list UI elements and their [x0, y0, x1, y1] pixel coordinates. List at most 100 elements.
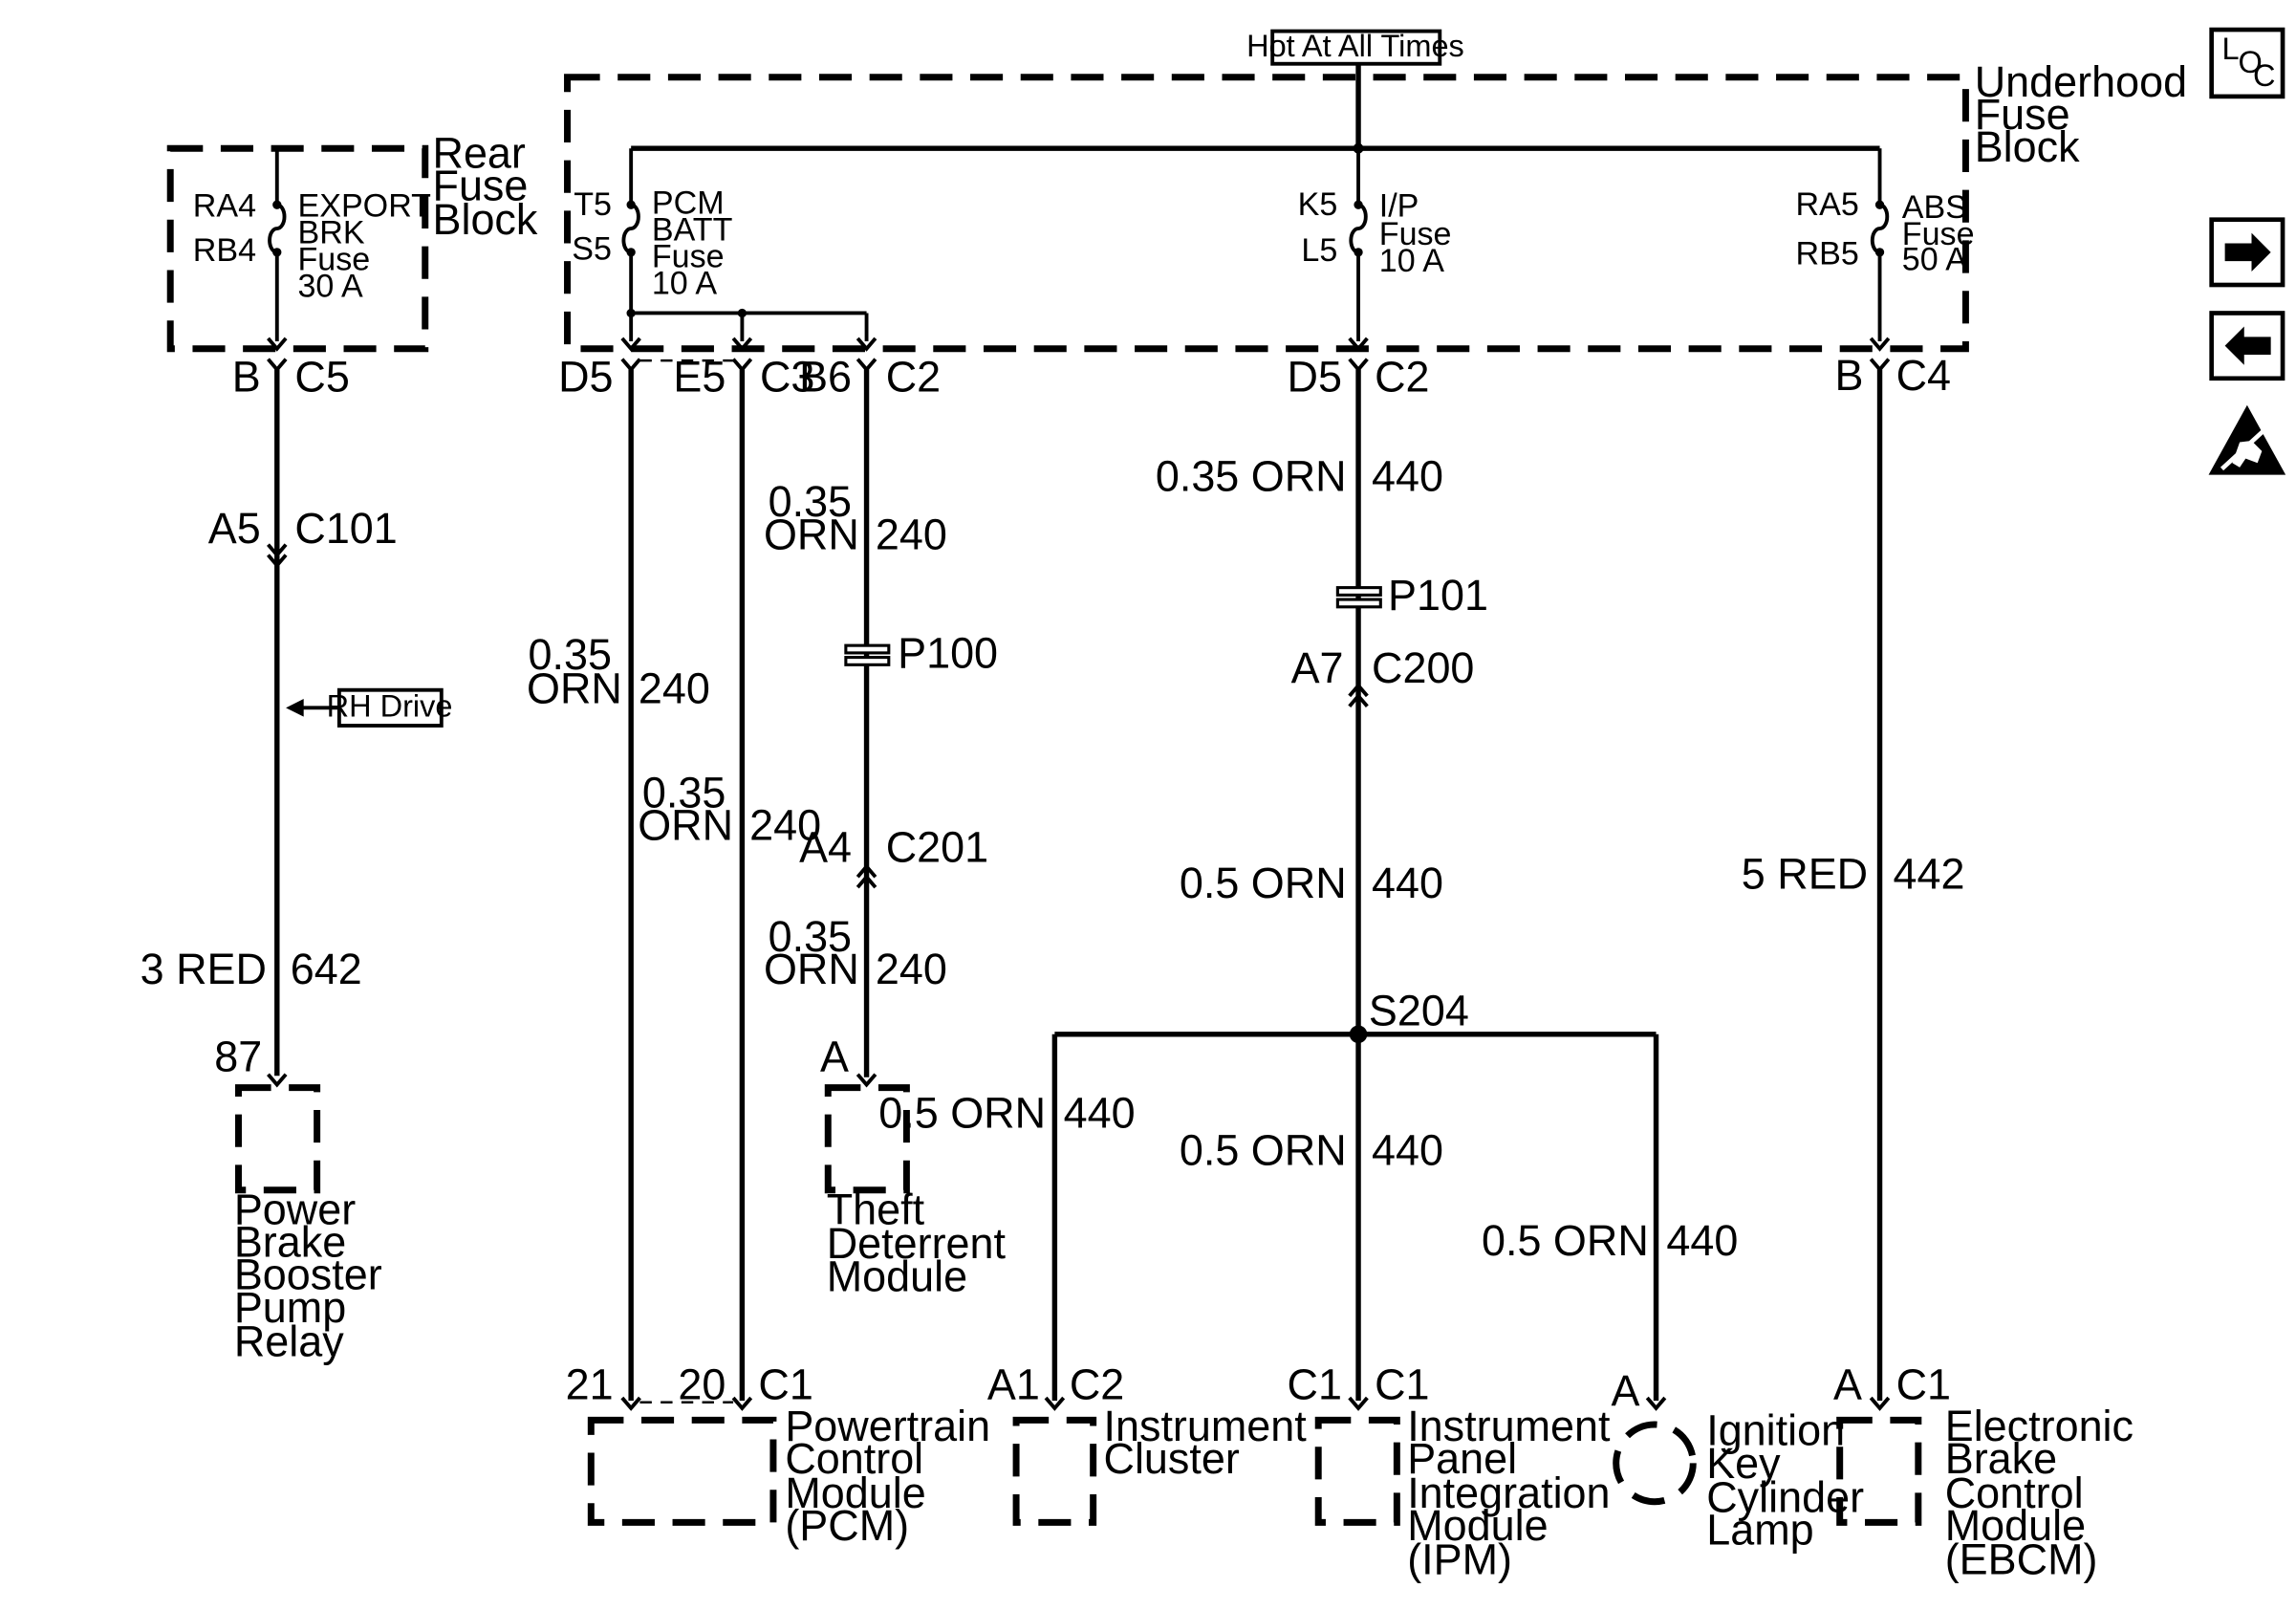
- wire-440d-circuit: 440: [1372, 1125, 1443, 1174]
- pcm-l1: Powertrain: [785, 1402, 990, 1450]
- left-arrow-icon[interactable]: [2209, 311, 2285, 381]
- theft-l2: Deterrent: [827, 1219, 1007, 1268]
- export-fuse-l4: 30 A: [297, 268, 362, 304]
- rh-drive-note: RH Drive: [286, 687, 453, 728]
- theft-l3: Module: [827, 1251, 967, 1300]
- ebcm-pin: A: [1833, 1360, 1862, 1409]
- pcm-conn: C1: [758, 1360, 812, 1409]
- wire-240c-g2: ORN: [764, 510, 859, 558]
- c200-pin: A7: [1291, 643, 1344, 692]
- theft-module-box: [824, 1084, 910, 1194]
- relay-l4: Pump: [234, 1283, 346, 1332]
- wire-642-gauge: 3 RED: [141, 945, 267, 993]
- rear-block-line2: Fuse: [433, 161, 529, 209]
- c200-chevron: [1348, 683, 1369, 708]
- wire-240a-g1: 0.35: [529, 630, 612, 679]
- loc-button[interactable]: L O C: [2209, 27, 2285, 99]
- abs-fuse-l2: Fuse: [1902, 216, 1975, 252]
- wire-440c-gauge: 0.5 ORN: [878, 1089, 1046, 1138]
- abs-fuse-out-pin: RB5: [1796, 235, 1859, 272]
- ip-fuse-in-pin: K5: [1298, 186, 1338, 223]
- abs-fuse-in-pin: RA5: [1796, 186, 1859, 223]
- p101-label: P101: [1388, 571, 1488, 620]
- pcm-fuse-out-pin: S5: [572, 231, 612, 268]
- ebcm-l1: Electronic: [1945, 1402, 2134, 1450]
- wire-440b-gauge: 0.5 ORN: [1180, 859, 1347, 907]
- p100-label: P100: [898, 628, 998, 677]
- relay-l1: Power: [234, 1185, 356, 1233]
- c2-b6-pin: B6: [799, 353, 852, 402]
- wire-440a-circuit: 440: [1372, 452, 1443, 501]
- splice-s204: S204: [1054, 986, 1657, 1044]
- c3-e5-pin: E5: [673, 353, 726, 402]
- pcm-pin2: 20: [678, 1360, 726, 1409]
- export-brk-fuse: RA4 RB4 EXPORT BRK Fuse 30 A: [193, 148, 431, 341]
- pcm-l3: Module: [785, 1469, 925, 1517]
- c2-b6-name: C2: [886, 353, 941, 402]
- pcm-l2: Control: [785, 1434, 923, 1483]
- loc-l: L: [2222, 32, 2240, 66]
- wire-440b-circuit: 440: [1372, 859, 1443, 907]
- ipm-l3: Integration: [1407, 1469, 1610, 1517]
- c2-d5-pin: D5: [1288, 353, 1342, 402]
- lamp-l1: Ignition: [1706, 1406, 1845, 1455]
- cluster-l2: Cluster: [1104, 1434, 1240, 1483]
- loc-o: O: [2239, 45, 2263, 79]
- pcm-pin1: 21: [566, 1360, 614, 1409]
- export-fuse-l1: EXPORT: [297, 188, 431, 225]
- wire-240b-g2: ORN: [638, 800, 733, 849]
- cluster-box: [1012, 1416, 1097, 1526]
- wire-440e-circuit: 440: [1666, 1216, 1738, 1265]
- rh-drive-text: RH Drive: [327, 689, 453, 724]
- ipm-l1: Instrument: [1407, 1402, 1611, 1450]
- wire-240b-circuit: 240: [749, 800, 821, 849]
- power-source-label: Hot At All Times: [1246, 29, 1464, 66]
- p100-passthrough: P100: [844, 628, 998, 677]
- rear-block-line3: Block: [433, 195, 538, 244]
- lamp-pin: A: [1612, 1366, 1640, 1415]
- wire-442-circuit: 442: [1893, 850, 1964, 899]
- splice-label: S204: [1369, 986, 1469, 1034]
- wire-240c-circuit: 240: [876, 510, 947, 558]
- wire-240c-g1: 0.35: [769, 477, 852, 526]
- wire-440e-gauge: 0.5 ORN: [1482, 1216, 1649, 1265]
- pcm-l4: (PCM): [785, 1501, 909, 1550]
- wire-240b-g1: 0.35: [642, 768, 726, 816]
- underhood-block-line1: Underhood: [1975, 57, 2187, 106]
- ip-fuse-l3: 10 A: [1379, 243, 1444, 279]
- c5-pin: B: [232, 353, 261, 402]
- abs-fuse-l1: ABS: [1902, 189, 1967, 226]
- ipm-pin: C1: [1288, 1360, 1342, 1409]
- export-fuse-out-pin: RB4: [193, 232, 256, 269]
- ip-fuse-l2: Fuse: [1379, 216, 1452, 252]
- wire-440c-circuit: 440: [1064, 1089, 1136, 1138]
- ipm-box: [1314, 1416, 1400, 1526]
- c200-name: C200: [1372, 643, 1474, 692]
- export-fuse-l3: Fuse: [297, 241, 370, 277]
- relay-box: [235, 1084, 321, 1194]
- relay-l3: Booster: [234, 1251, 382, 1299]
- c4-pin: B: [1835, 351, 1864, 400]
- loc-c: C: [2253, 58, 2275, 93]
- relay-pin: 87: [214, 1033, 262, 1081]
- c101-pin: A5: [208, 504, 261, 553]
- top-connector-chevrons: [267, 337, 1891, 373]
- ebcm-l3: Control: [1945, 1469, 2084, 1517]
- export-fuse-l2: BRK: [297, 215, 364, 251]
- ipm-l2: Panel: [1407, 1434, 1517, 1483]
- wire-240a-g2: ORN: [527, 664, 622, 713]
- export-fuse-in-pin: RA4: [193, 188, 256, 225]
- p101-passthrough: P101: [1335, 571, 1488, 620]
- ebcm-box: [1836, 1416, 1922, 1526]
- wire-442-gauge: 5 RED: [1742, 850, 1868, 899]
- ebcm-l4: Module: [1945, 1501, 2086, 1550]
- right-arrow-icon[interactable]: [2209, 217, 2285, 288]
- lamp-l2: Key: [1706, 1439, 1781, 1488]
- cluster-pin: A1: [987, 1360, 1040, 1409]
- c101-name: C101: [294, 504, 397, 553]
- cluster-conn: C2: [1070, 1360, 1124, 1409]
- rear-fuse-block: Rear Fuse Block: [166, 128, 538, 353]
- ip-fuse-l1: I/P: [1379, 188, 1419, 225]
- wire-240d-circuit: 240: [876, 945, 947, 993]
- ebcm-l5: (EBCM): [1945, 1535, 2098, 1584]
